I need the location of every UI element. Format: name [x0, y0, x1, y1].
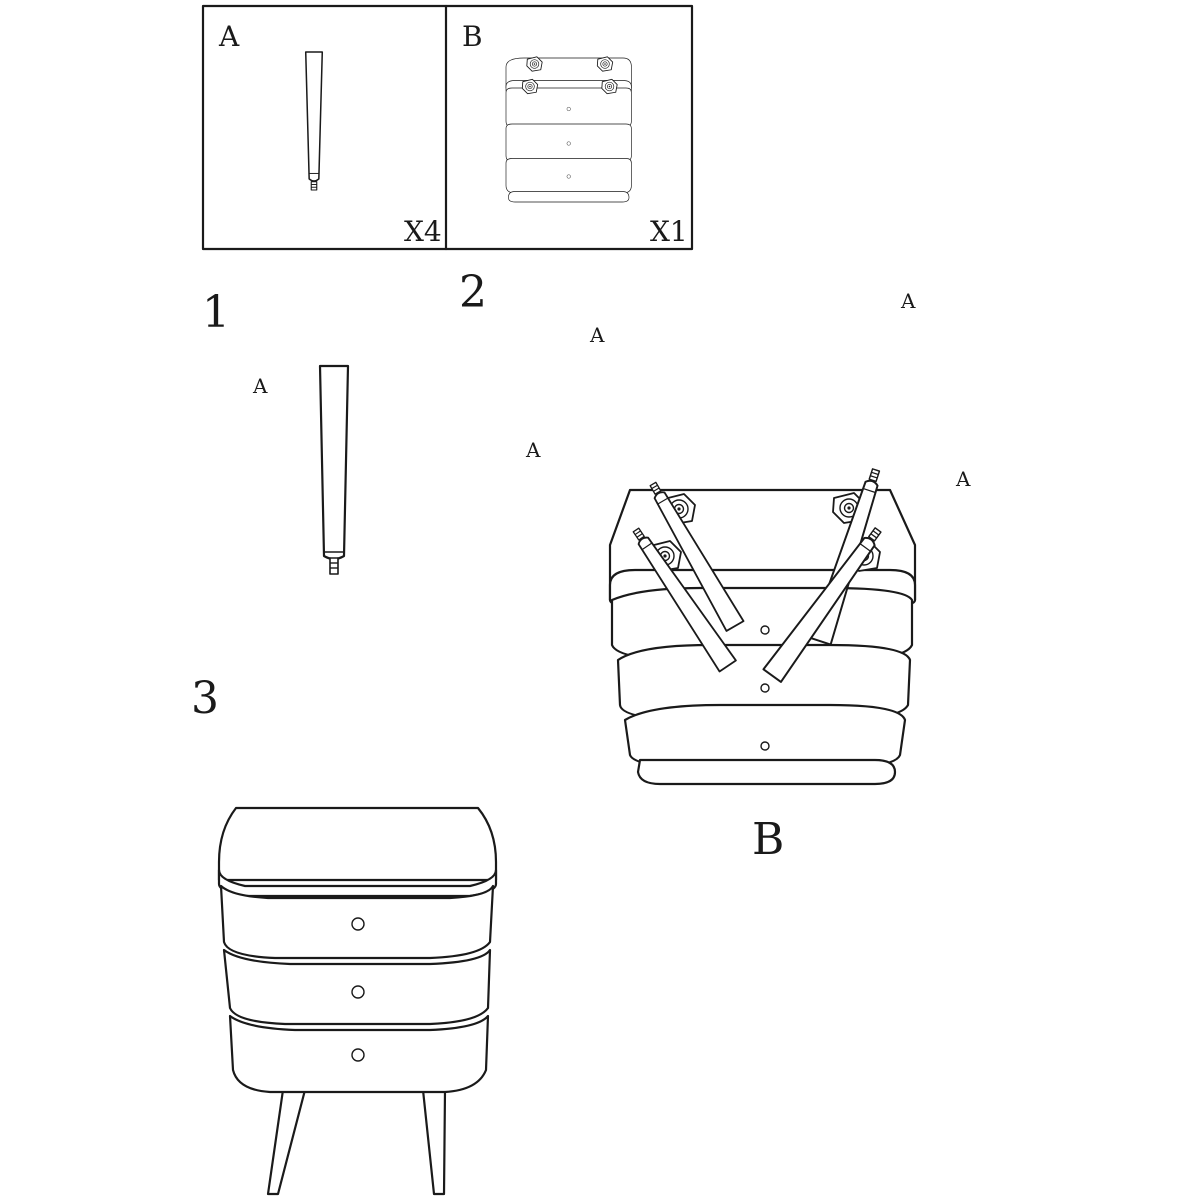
- step-2-body-label: B: [752, 814, 784, 865]
- drawer-3: [228, 1014, 490, 1094]
- drawer-knob: [351, 985, 365, 999]
- part-b-letter: B: [462, 20, 483, 53]
- part-b-cabinet-drawing: [505, 56, 632, 203]
- parts-list-frame: [201, 4, 694, 251]
- step-1: 1 A: [202, 287, 350, 575]
- step-1-part-label: A: [252, 374, 268, 398]
- drawer-3: [623, 703, 907, 770]
- step-2-part-label-1: A: [589, 323, 605, 347]
- cabinet-top-edge: [636, 758, 897, 786]
- drawer-knob: [351, 1048, 365, 1062]
- drawer-knob: [760, 683, 770, 693]
- drawer-knob: [351, 917, 365, 931]
- step-3-number: 3: [191, 673, 219, 724]
- step-3-assembled-cabinet: [217, 806, 498, 1196]
- step-2-part-label-4: A: [955, 467, 971, 491]
- step-3: 3: [191, 673, 498, 1196]
- part-a-letter: A: [218, 20, 240, 53]
- part-b-quantity: X1: [650, 215, 688, 248]
- part-b-cell: B X1: [462, 20, 688, 248]
- part-a-leg-drawing: [304, 51, 324, 191]
- step-1-leg-drawing: [318, 364, 350, 575]
- part-a-quantity: X4: [404, 215, 442, 248]
- step-2: 2 A A A: [459, 267, 971, 865]
- assembled-leg: [266, 1088, 307, 1196]
- drawer-knob: [760, 741, 770, 751]
- assembled-leg: [421, 1088, 447, 1196]
- parts-list: A X4 B X1: [201, 4, 694, 251]
- part-a-cell: A X4: [218, 20, 442, 248]
- step-2-part-label-3: A: [900, 289, 916, 313]
- drawer-knob: [760, 625, 770, 635]
- step-2-cabinet-drawing: [608, 488, 917, 786]
- step-2-part-label-2: A: [525, 438, 541, 462]
- step-1-number: 1: [202, 287, 230, 338]
- drawer-1: [219, 884, 495, 960]
- drawer-2: [222, 948, 492, 1026]
- cabinet-top: [217, 806, 498, 882]
- step-2-number: 2: [459, 267, 487, 318]
